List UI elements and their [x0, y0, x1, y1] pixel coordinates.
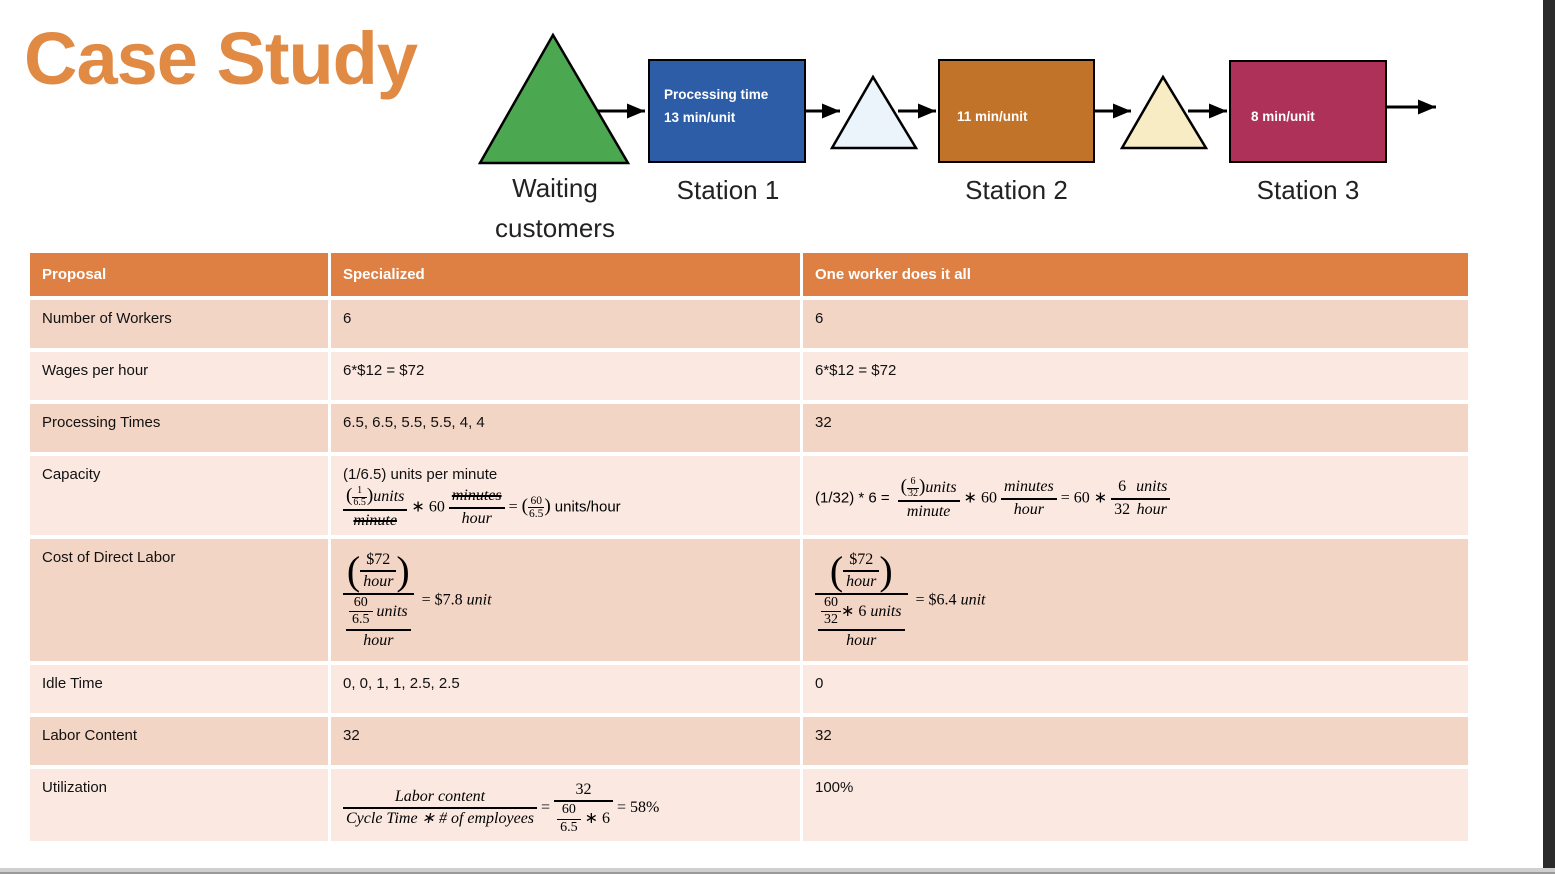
station3-text: 8 min/unit [1251, 109, 1315, 124]
waiting-customers-triangle [477, 32, 631, 165]
row-label: Wages per hour [30, 352, 328, 400]
buffer2-triangle [1119, 74, 1209, 150]
window-bottom-edge [0, 868, 1555, 874]
utilization-one-worker: 100% [803, 768, 1468, 841]
page-title: Case Study [24, 17, 418, 100]
station2-box: 11 min/unit [938, 59, 1095, 163]
idle-specialized: 0, 0, 1, 1, 2.5, 2.5 [331, 664, 800, 713]
waiting-customers-label: Waiting customers [495, 173, 615, 243]
window-right-edge [1543, 0, 1555, 874]
labor-specialized: 32 [331, 716, 800, 765]
wages-one-worker: 6*$12 = $72 [803, 352, 1468, 400]
row-label: Labor Content [30, 716, 328, 765]
processing-specialized: 6.5, 6.5, 5.5, 5.5, 4, 4 [331, 404, 800, 452]
table-header-row: Proposal Specialized One worker does it … [30, 253, 1468, 296]
workers-one-worker: 6 [803, 300, 1468, 348]
row-label: Number of Workers [30, 300, 328, 348]
station2-label: Station 2 [965, 175, 1068, 205]
header-proposal: Proposal [30, 253, 328, 296]
station3-label: Station 3 [1256, 175, 1360, 205]
table-row-workers: Number of Workers 6 6 [30, 300, 1468, 348]
header-specialized: Specialized [331, 253, 800, 296]
station3-box: 8 min/unit [1229, 60, 1387, 163]
row-label: Idle Time [30, 664, 328, 713]
processing-one-worker: 32 [803, 404, 1468, 452]
station1-box: Processing time 13 min/unit [648, 59, 806, 163]
buffer1-triangle [829, 74, 919, 150]
process-flow-diagram [477, 32, 1436, 165]
idle-one-worker: 0 [803, 664, 1468, 713]
station1-text-line2: 13 min/unit [664, 110, 736, 125]
table-row-idle-time: Idle Time 0, 0, 1, 1, 2.5, 2.5 0 [30, 664, 1468, 713]
table-row-wages: Wages per hour 6*$12 = $72 6*$12 = $72 [30, 352, 1468, 400]
wages-specialized: 6*$12 = $72 [331, 352, 800, 400]
station2-text: 11 min/unit [957, 109, 1028, 124]
row-label: Processing Times [30, 404, 328, 452]
workers-specialized: 6 [331, 300, 800, 348]
capacity-spec-line1: (1/6.5) units per minute [343, 466, 498, 483]
station1-label: Station 1 [676, 175, 780, 205]
row-label: Utilization [30, 768, 328, 841]
table-row-processing-times: Processing Times 6.5, 6.5, 5.5, 5.5, 4, … [30, 404, 1468, 452]
table-row-labor-content: Labor Content 32 32 [30, 716, 1468, 765]
station1-text-line1: Processing time [664, 87, 769, 102]
row-label: Capacity [30, 456, 328, 535]
row-label: Cost of Direct Labor [30, 538, 328, 661]
labor-one-worker: 32 [803, 716, 1468, 765]
header-one-worker: One worker does it all [803, 253, 1468, 296]
proposal-comparison-table: Proposal Specialized One worker does it … [27, 249, 1471, 845]
